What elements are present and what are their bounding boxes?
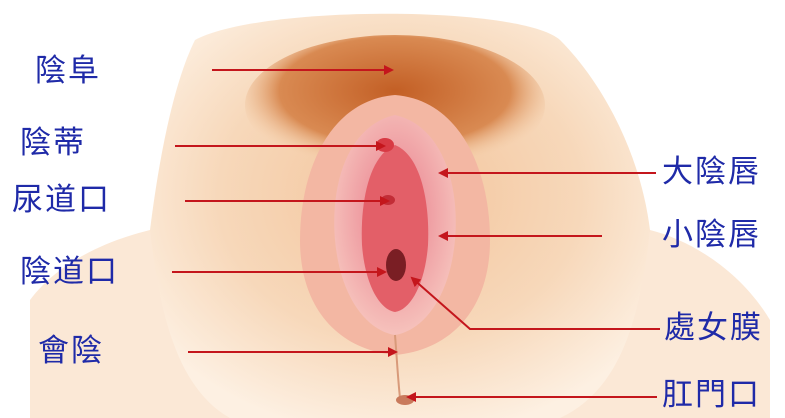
label-hymen: 處女膜 [664, 313, 763, 344]
vaginal-opening-shape [386, 249, 406, 281]
label-vaginal-opening: 陰道口 [20, 257, 119, 288]
label-clitoris: 陰蒂 [20, 128, 86, 159]
label-labia-minora: 小陰唇 [662, 220, 761, 251]
label-labia-majora: 大陰唇 [662, 157, 761, 188]
label-anus: 肛門口 [662, 380, 761, 411]
label-mons-pubis: 陰阜 [35, 56, 101, 87]
label-urethral-opening: 尿道口 [12, 185, 111, 216]
label-perineum: 會陰 [38, 336, 104, 367]
